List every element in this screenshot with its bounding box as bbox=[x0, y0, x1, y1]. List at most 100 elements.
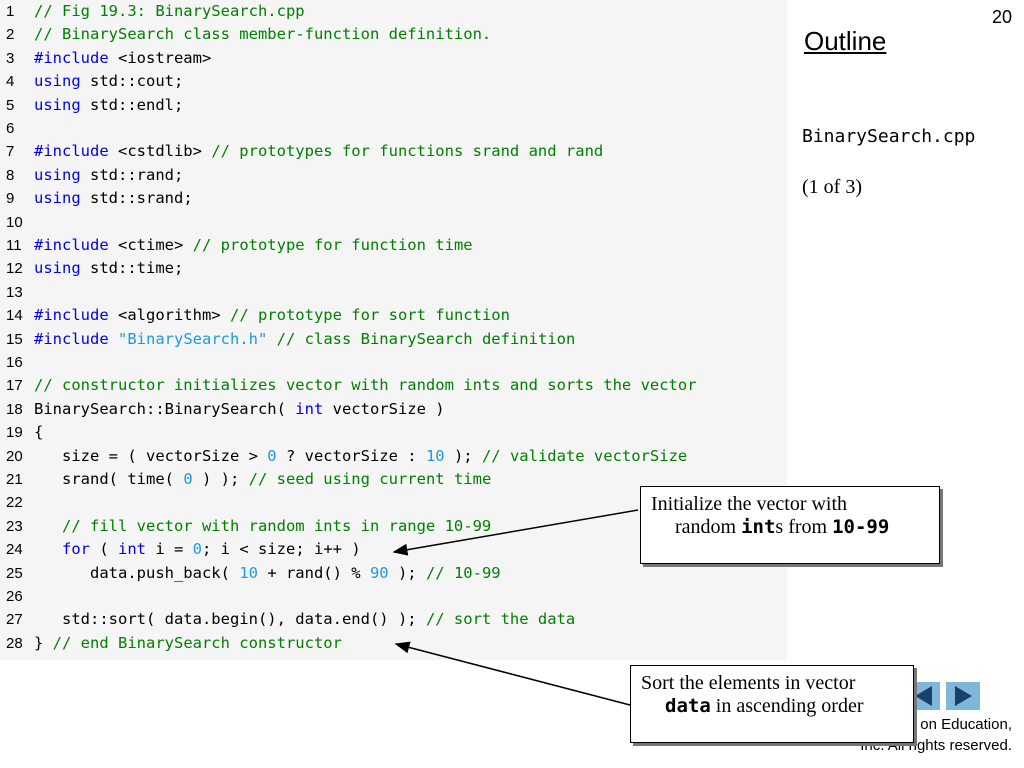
callout-sort-line2: data in ascending order bbox=[641, 695, 903, 718]
code-line: 23 // fill vector with random ints in ra… bbox=[0, 515, 787, 538]
code-token: ) ); bbox=[192, 470, 249, 488]
line-number: 20 bbox=[6, 447, 23, 465]
line-number: 21 bbox=[6, 471, 23, 488]
code-token: std::rand; bbox=[80, 165, 184, 184]
code-text: // fill vector with random ints in range… bbox=[34, 515, 491, 538]
line-number: 6 bbox=[6, 120, 15, 137]
callout-init-code-int: int bbox=[741, 516, 776, 538]
line-number: 1 bbox=[6, 3, 15, 20]
code-token: 10 bbox=[425, 446, 445, 465]
code-text: } // end BinarySearch constructor bbox=[34, 632, 342, 655]
code-line: 6 bbox=[0, 117, 787, 140]
code-token: <iostream> bbox=[108, 48, 212, 67]
code-text: using std::cout; bbox=[34, 70, 183, 93]
triangle-right-icon bbox=[954, 686, 972, 706]
line-number: 11 bbox=[6, 237, 22, 254]
code-text: #include "BinarySearch.h" // class Binar… bbox=[34, 328, 575, 351]
line-number: 16 bbox=[6, 354, 23, 371]
line-number: 28 bbox=[6, 634, 23, 652]
code-text: using std::time; bbox=[34, 257, 183, 280]
callout-sort-elements: Sort the elements in vector data in asce… bbox=[630, 665, 914, 743]
line-number: 13 bbox=[6, 283, 23, 301]
code-text: // BinarySearch class member-function de… bbox=[34, 23, 491, 46]
code-text: srand( time( 0 ) ); // seed using curren… bbox=[34, 468, 491, 491]
code-token: 90 bbox=[369, 563, 389, 582]
code-line: 26 bbox=[0, 585, 787, 608]
line-number: 24 bbox=[6, 541, 23, 559]
line-number: 2 bbox=[6, 26, 15, 44]
outline-title[interactable]: Outline bbox=[804, 26, 887, 56]
code-token: #include bbox=[34, 236, 109, 254]
code-line: 16 bbox=[0, 351, 787, 374]
code-line: 28 } // end BinarySearch constructor bbox=[0, 632, 787, 655]
code-token: // prototypes for functions srand and ra… bbox=[211, 142, 604, 161]
code-token: int bbox=[295, 399, 324, 418]
line-number: 27 bbox=[6, 611, 23, 629]
callout-sort-line1: Sort the elements in vector bbox=[641, 672, 856, 694]
callout-initialize-vector: Initialize the vector with random ints f… bbox=[640, 486, 940, 564]
code-text: std::sort( data.begin(), data.end() ); /… bbox=[34, 608, 575, 631]
code-token: 0 bbox=[192, 540, 203, 559]
callout-init-line2: random ints from 10-99 bbox=[651, 516, 929, 539]
code-token: using bbox=[34, 72, 81, 91]
code-token: data.push_back( bbox=[34, 563, 240, 582]
code-token: // class BinarySearch definition bbox=[276, 329, 576, 348]
callout-sort-rest: in ascending order bbox=[710, 695, 864, 717]
code-line: 15 #include "BinarySearch.h" // class Bin… bbox=[0, 328, 787, 351]
code-line: 3#include <iostream> bbox=[0, 47, 787, 70]
code-token: ; i < size; i++ ) bbox=[202, 540, 361, 559]
code-line: 19{ bbox=[0, 421, 787, 444]
code-token: // prototype for function time bbox=[192, 236, 473, 254]
code-token: vectorSize ) bbox=[323, 399, 445, 418]
code-text: // constructor initializes vector with r… bbox=[34, 374, 697, 397]
code-line: 24 for ( int i = 0; i < size; i++ ) bbox=[0, 538, 787, 561]
line-number: 9 bbox=[6, 190, 15, 208]
code-text: using std::rand; bbox=[34, 164, 183, 187]
code-line: 7#include <cstdlib> // prototypes for fu… bbox=[0, 140, 787, 163]
code-token: ); bbox=[388, 563, 426, 582]
line-number: 4 bbox=[6, 73, 15, 91]
code-token: ); bbox=[444, 446, 482, 465]
code-text: #include <cstdlib> // prototypes for fun… bbox=[34, 140, 603, 163]
line-number: 25 bbox=[6, 564, 23, 582]
code-token: // constructor initializes vector with r… bbox=[34, 376, 697, 395]
code-text: // Fig 19.3: BinarySearch.cpp bbox=[34, 0, 305, 23]
code-token: // BinarySearch class member-function de… bbox=[34, 25, 492, 44]
copyright-line-1: on Education, bbox=[920, 716, 1012, 733]
callout-init-code-range: 10-99 bbox=[832, 516, 890, 538]
code-token: // fill vector with random ints in range… bbox=[34, 516, 492, 535]
code-text: for ( int i = 0; i < size; i++ ) bbox=[34, 538, 361, 561]
code-token: srand( time( bbox=[34, 470, 184, 488]
code-line: 11#include <ctime> // prototype for func… bbox=[0, 234, 787, 257]
code-line: 27 std::sort( data.begin(), data.end() )… bbox=[0, 608, 787, 631]
code-line: 21 srand( time( 0 ) ); // seed using cur… bbox=[0, 468, 787, 491]
line-number: 15 bbox=[6, 330, 23, 348]
code-token: std::endl; bbox=[80, 95, 184, 114]
code-line: 25 data.push_back( 10 + rand() % 90 ); /… bbox=[0, 562, 787, 585]
code-token: "BinarySearch.h" bbox=[118, 329, 268, 348]
line-number: 17 bbox=[6, 377, 23, 395]
callout-init-mid: s from bbox=[775, 516, 833, 538]
code-token: // prototype for sort function bbox=[229, 306, 510, 325]
line-number: 22 bbox=[6, 494, 23, 512]
code-token: size = ( vectorSize > bbox=[34, 446, 268, 465]
callout-init-line1: Initialize the vector with bbox=[651, 493, 848, 515]
code-text: using std::srand; bbox=[34, 187, 193, 210]
code-token: BinarySearch::BinarySearch( bbox=[34, 399, 296, 418]
code-text: size = ( vectorSize > 0 ? vectorSize : 1… bbox=[34, 445, 687, 468]
line-number: 12 bbox=[6, 260, 23, 278]
code-text: BinarySearch::BinarySearch( int vectorSi… bbox=[34, 398, 445, 421]
code-line: 9 using std::srand; bbox=[0, 187, 787, 210]
code-token: using bbox=[34, 189, 81, 208]
code-line: 22 bbox=[0, 491, 787, 514]
code-token: ( bbox=[90, 540, 118, 559]
code-token: // seed using current time bbox=[248, 470, 492, 488]
arrow-to-loop bbox=[392, 509, 639, 556]
code-text: data.push_back( 10 + rand() % 90 ); // 1… bbox=[34, 562, 501, 585]
next-slide-button[interactable] bbox=[946, 682, 980, 710]
code-panel: 1 // Fig 19.3: BinarySearch.cpp 2 // Binary… bbox=[0, 0, 787, 655]
code-token: std::cout; bbox=[80, 72, 184, 91]
